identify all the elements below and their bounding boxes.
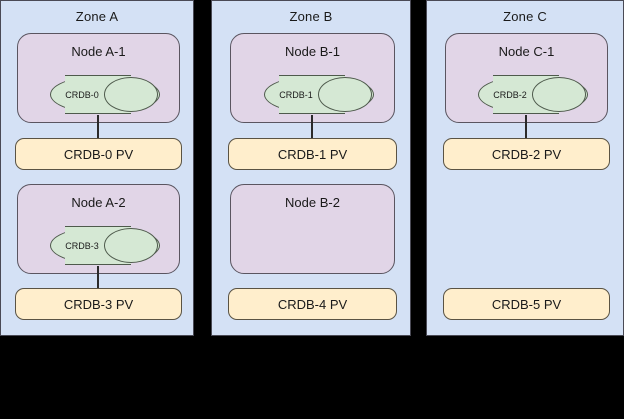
node-title-a-2: Node A-2 <box>71 195 126 210</box>
node-title-c-1: Node C-1 <box>498 44 555 59</box>
zone-container-b[interactable]: Zone B Node B-1 CRDB-1 CRDB-1 PV Node B-… <box>211 0 411 336</box>
cylinder-cap <box>104 228 158 263</box>
cylinder-cap <box>318 77 372 112</box>
node-box-b-1[interactable]: Node B-1 CRDB-1 <box>230 33 395 123</box>
pod-cylinder-crdb-0[interactable]: CRDB-0 <box>50 75 160 114</box>
pv-label-crdb-2: CRDB-2 PV <box>491 146 562 162</box>
pv-label-crdb-0: CRDB-0 PV <box>63 146 134 162</box>
pv-box-crdb-4[interactable]: CRDB-4 PV <box>228 288 397 320</box>
connector-crdb-2-to-pv <box>525 115 527 138</box>
pv-label-crdb-1: CRDB-1 PV <box>277 146 348 162</box>
node-title-b-2: Node B-2 <box>285 195 340 210</box>
pv-box-crdb-5[interactable]: CRDB-5 PV <box>443 288 610 320</box>
pod-cylinder-crdb-1[interactable]: CRDB-1 <box>264 75 374 114</box>
pod-cylinder-crdb-3[interactable]: CRDB-3 <box>50 226 160 265</box>
connector-crdb-0-to-pv <box>97 115 99 138</box>
cylinder-cap <box>104 77 158 112</box>
connector-crdb-1-to-pv <box>311 115 313 138</box>
pv-box-crdb-1[interactable]: CRDB-1 PV <box>228 138 397 170</box>
node-box-a-1[interactable]: Node A-1 CRDB-0 <box>17 33 180 123</box>
pv-box-crdb-3[interactable]: CRDB-3 PV <box>15 288 182 320</box>
zone-container-a[interactable]: Zone A Node A-1 CRDB-0 CRDB-0 PV Node A-… <box>0 0 194 336</box>
pv-label-crdb-5: CRDB-5 PV <box>491 296 562 312</box>
pod-label-crdb-3: CRDB-3 <box>65 240 99 251</box>
pv-label-crdb-3: CRDB-3 PV <box>63 296 134 312</box>
cylinder-cap <box>532 77 586 112</box>
pod-label-crdb-1: CRDB-1 <box>279 89 313 100</box>
zone-title-b: Zone B <box>289 9 333 24</box>
node-box-b-2[interactable]: Node B-2 <box>230 184 395 274</box>
zone-title-c: Zone C <box>503 9 547 24</box>
pod-label-crdb-0: CRDB-0 <box>65 89 99 100</box>
node-box-a-2[interactable]: Node A-2 CRDB-3 <box>17 184 180 274</box>
zone-container-c[interactable]: Zone C Node C-1 CRDB-2 CRDB-2 PV CRDB-5 … <box>426 0 624 336</box>
node-title-a-1: Node A-1 <box>71 44 126 59</box>
pod-label-crdb-2: CRDB-2 <box>493 89 527 100</box>
zone-title-a: Zone A <box>75 9 119 24</box>
pv-box-crdb-0[interactable]: CRDB-0 PV <box>15 138 182 170</box>
node-title-b-1: Node B-1 <box>285 44 340 59</box>
connector-crdb-3-to-pv <box>97 266 99 288</box>
pod-cylinder-crdb-2[interactable]: CRDB-2 <box>478 75 588 114</box>
node-box-c-1[interactable]: Node C-1 CRDB-2 <box>445 33 608 123</box>
pv-box-crdb-2[interactable]: CRDB-2 PV <box>443 138 610 170</box>
pv-label-crdb-4: CRDB-4 PV <box>277 296 348 312</box>
